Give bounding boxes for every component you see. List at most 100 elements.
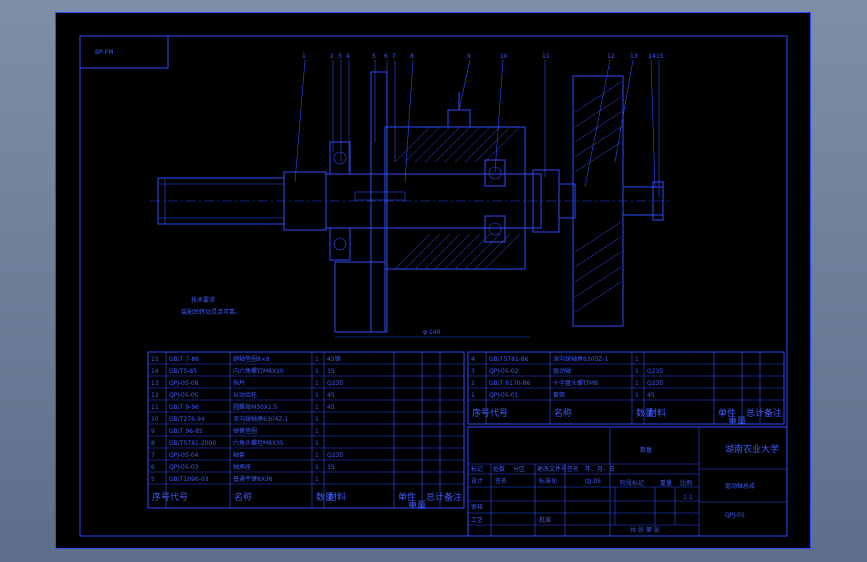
callout-number: 15 xyxy=(656,53,664,60)
bom-cell: 45 xyxy=(327,404,335,411)
rev-label-2: 分区 xyxy=(513,465,525,473)
bom-cell: 套筒 xyxy=(553,391,565,399)
bom-cell: 7 xyxy=(151,452,155,459)
callout-number: 6 xyxy=(384,53,388,60)
bom-cell: 1 xyxy=(315,404,319,411)
bom-cell: GB/T 6170-86 xyxy=(489,380,531,387)
grease-bolt xyxy=(447,109,471,128)
bom-header-sub: 重量 xyxy=(728,415,746,427)
bom-header: 材料 xyxy=(328,491,346,503)
bom-cell: 1 xyxy=(315,476,319,483)
callout-number: 13 xyxy=(630,53,638,60)
bom-cell: 2 xyxy=(471,380,475,387)
bom-cell: 内六角螺钉M8X10 xyxy=(233,367,284,375)
callout-leader xyxy=(494,59,504,173)
bom-header: 总计 xyxy=(426,491,444,503)
bom-cell: 13 xyxy=(151,380,159,387)
bom-header: 备注 xyxy=(444,491,462,503)
callout-number: 2 xyxy=(330,53,334,60)
bom-cell: 1 xyxy=(471,392,475,399)
drawing-frame xyxy=(79,35,788,537)
callout-number: 1 xyxy=(302,53,306,60)
bom-cell: 轴承座 xyxy=(233,463,251,471)
bom-cell: 15 xyxy=(151,356,159,363)
bom-cell: GB/T 7-86 xyxy=(169,356,199,363)
callout-leader xyxy=(294,59,306,183)
callout-number: 14 xyxy=(648,53,656,60)
rev-label-5: 年、月、日 xyxy=(585,465,615,473)
bom-cell: 弹簧垫圈 xyxy=(233,427,257,435)
bom-cell: 1 xyxy=(315,368,319,375)
bom-cell: 普通平键8X36 xyxy=(233,475,273,483)
bom-cell: 1 xyxy=(315,416,319,423)
bom-cell: 12 xyxy=(151,392,159,399)
shaft-assembly: φ 140 xyxy=(150,71,670,338)
bom-cell: 挡片 xyxy=(233,379,245,387)
bom-cell: GB/T276-94 xyxy=(169,416,205,423)
scale-label: 比例 xyxy=(680,479,692,487)
bom-header: 备注 xyxy=(764,407,782,419)
bearing-right-top xyxy=(484,159,506,187)
bom-cell: 十字盘头螺钉M8 xyxy=(553,379,598,387)
bom-cell: 14 xyxy=(151,368,159,375)
bom-header: 数量 xyxy=(636,407,654,419)
callout-leader xyxy=(650,59,656,188)
bom-cell: 1 xyxy=(315,356,319,363)
bom-cell: QPJ-05-08 xyxy=(169,380,199,387)
bearing-right-bottom xyxy=(484,215,506,243)
bom-cell: 8 xyxy=(151,440,155,447)
callout-leader xyxy=(584,59,611,188)
housing-hatch-bottom xyxy=(394,233,521,270)
notes-title: 技术要求 xyxy=(191,296,215,304)
rev-label-1: 处数 xyxy=(493,465,505,473)
bom-header: 单件 xyxy=(398,491,416,503)
bom-cell: 1 xyxy=(315,392,319,399)
rev-label-0: 标记 xyxy=(471,465,483,473)
bom-cell: QPJ-05-05 xyxy=(169,392,199,399)
bom-cell: 1 xyxy=(315,428,319,435)
bom-cell: Q235 xyxy=(647,380,663,387)
std-value: QJ.05 xyxy=(585,478,601,485)
cad-viewport[interactable]: BP-FM xyxy=(55,12,811,549)
callout-number: 12 xyxy=(607,53,615,60)
bom-cell: 3 xyxy=(471,368,475,375)
bom-cell: 1 xyxy=(315,440,319,447)
bom-cell: 45 xyxy=(327,392,335,399)
bom-cell: GB/T5781-2000 xyxy=(169,440,216,447)
bom-cell: Q235 xyxy=(647,368,663,375)
bom-header: 代号 xyxy=(170,492,188,503)
bom-cell: 1 xyxy=(315,464,319,471)
std-label: 标准化 xyxy=(539,477,557,485)
callout-number: 11 xyxy=(542,53,550,60)
bearing-housing xyxy=(384,126,526,270)
weight-label: 重量 xyxy=(660,479,672,487)
end-washer xyxy=(652,181,664,221)
callout-number: 9 xyxy=(467,53,471,60)
bom-header: 数量 xyxy=(316,491,334,503)
bom-cell: 4 xyxy=(471,356,475,363)
callout-number: 5 xyxy=(372,53,376,60)
bom-cell: GB/T5-85 xyxy=(169,368,197,375)
bom-cell: GB/T5781-86 xyxy=(489,356,529,363)
bom-cell: 45 xyxy=(647,392,655,399)
bom-cell: Q235 xyxy=(327,452,343,459)
bom-cell: 1 xyxy=(315,452,319,459)
scale-value: 1:1 xyxy=(683,494,693,501)
bom-cell: 从动齿轮 xyxy=(233,391,257,399)
bom-cell: 11 xyxy=(151,404,159,411)
part-name: 驱动轴总成 xyxy=(725,482,755,490)
bom-header: 名称 xyxy=(234,491,252,503)
bom-header: 材料 xyxy=(648,407,666,419)
frame-label: BP-FM xyxy=(95,49,113,56)
dimension-text: φ 140 xyxy=(423,329,441,336)
bom-cell: 45钢 xyxy=(327,355,341,363)
drive-shaft xyxy=(325,173,542,229)
bom-cell: 1 xyxy=(635,356,639,363)
approve-label: 批准 xyxy=(539,516,551,524)
stage-label: 阶段标记 xyxy=(620,479,644,487)
bom-cell: GB/T1096-03 xyxy=(169,476,209,483)
bom-cell: 轴套 xyxy=(233,451,245,459)
bom-cell: 35 xyxy=(327,368,335,375)
bom-cell: GB/T 9-96 xyxy=(169,404,199,411)
